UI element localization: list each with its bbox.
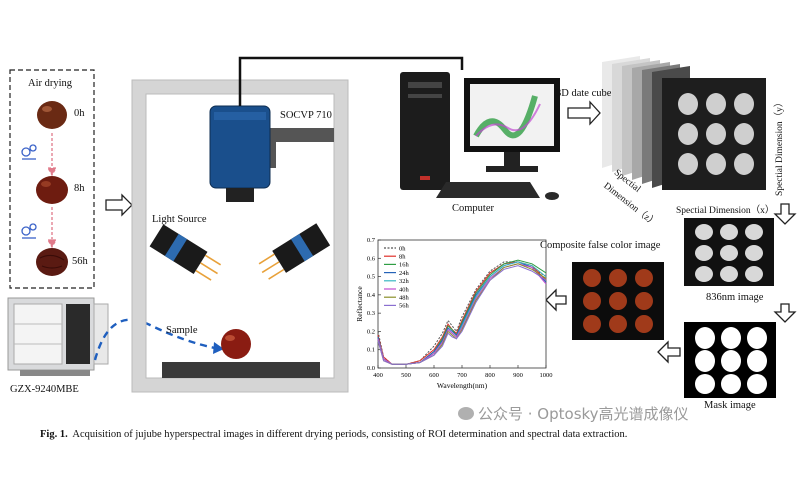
mask-image-label: Mask image bbox=[704, 400, 756, 411]
y-tick-label-0: 0.0 bbox=[367, 365, 375, 372]
wechat-icon bbox=[458, 407, 474, 420]
data-cube bbox=[602, 56, 766, 190]
time-label-56h: 56h bbox=[72, 256, 88, 267]
arrow-to-mask bbox=[773, 303, 797, 323]
y-tick-label-2: 0.2 bbox=[367, 328, 375, 335]
x-tick-label-6: 1000 bbox=[540, 372, 553, 379]
x-axis-label: Wavelength(nm) bbox=[437, 381, 488, 390]
oven-label: GZX-9240MBE bbox=[10, 384, 79, 395]
caption-text: Acquisition of jujube hyperspectral imag… bbox=[72, 429, 628, 440]
legend-label-24h: 24h bbox=[399, 270, 410, 277]
sample-jujube bbox=[221, 329, 251, 359]
spatial-x-label: Spectial Dimension（x） bbox=[676, 206, 775, 216]
arrow-to-cube bbox=[567, 100, 601, 126]
y-tick-label-3: 0.3 bbox=[367, 310, 375, 317]
y-tick-label-6: 0.6 bbox=[367, 255, 376, 262]
legend-label-16h: 16h bbox=[399, 262, 410, 269]
y-tick-label-5: 0.5 bbox=[367, 274, 375, 281]
camera-label: SOCVP 710 bbox=[280, 110, 332, 121]
chart-plot-area bbox=[377, 239, 547, 369]
composite-label: Composite false color image bbox=[540, 240, 661, 251]
y-tick-label-7: 0.7 bbox=[367, 237, 376, 244]
image-836nm-label: 836nm image bbox=[706, 292, 764, 303]
drying-oven bbox=[7, 297, 109, 376]
arrow-to-composite bbox=[657, 340, 681, 364]
caption-prefix: Fig. 1. bbox=[40, 429, 68, 440]
x-tick-label-3: 700 bbox=[457, 372, 467, 379]
light-source-right bbox=[258, 223, 331, 280]
sample-label: Sample bbox=[166, 325, 198, 336]
watermark: 公众号 · Optosky高光谱成像仪 bbox=[458, 403, 689, 424]
light-source-left bbox=[149, 224, 222, 281]
time-label-8h: 8h bbox=[74, 183, 85, 194]
time-label-0h: 0h bbox=[74, 108, 85, 119]
jujube-0h bbox=[37, 101, 67, 129]
composite-false-color-image bbox=[572, 262, 664, 340]
air-flow-icon bbox=[21, 144, 37, 239]
arrow-to-chart bbox=[545, 288, 567, 312]
y-tick-label-1: 0.1 bbox=[367, 347, 375, 354]
jujube-56h bbox=[36, 248, 68, 276]
air-drying-title: Air drying bbox=[28, 78, 73, 89]
light-source-label: Light Source bbox=[152, 214, 207, 225]
legend-label-32h: 32h bbox=[399, 278, 410, 285]
y-axis-label: Reflectance bbox=[355, 286, 364, 322]
legend-label-48h: 48h bbox=[399, 295, 410, 302]
arrow-to-chamber bbox=[105, 193, 133, 217]
x-tick-label-4: 800 bbox=[485, 372, 495, 379]
jujube-8h bbox=[36, 176, 68, 204]
hyperspectral-camera bbox=[209, 105, 271, 202]
computer-label: Computer bbox=[452, 203, 494, 214]
legend-label-40h: 40h bbox=[399, 286, 410, 293]
reflectance-chart: 400 500 600 700 800 900 1000 0.0 0.1 0.2 0.3 0.4 0.5… bbox=[355, 237, 553, 390]
x-tick-label-5: 900 bbox=[513, 372, 523, 379]
x-tick-label-2: 600 bbox=[429, 372, 439, 379]
image-836nm bbox=[684, 218, 774, 286]
cube-label: 3D date cube bbox=[556, 88, 612, 99]
legend-label-8h: 8h bbox=[399, 254, 406, 261]
drying-arrows bbox=[46, 133, 58, 249]
figure-caption: Fig. 1. Acquisition of jujube hyperspect… bbox=[40, 429, 780, 440]
legend-label-0h: 0h bbox=[399, 245, 406, 252]
camera-cable bbox=[238, 56, 464, 106]
mask-image bbox=[684, 322, 776, 398]
air-drying-box bbox=[9, 69, 95, 289]
x-tick-label-0: 400 bbox=[373, 372, 383, 379]
sample-stage bbox=[162, 362, 320, 378]
spatial-y-label: Spectial Dimension（y） bbox=[775, 97, 785, 196]
series-line-56h bbox=[377, 265, 547, 365]
watermark-text: 公众号 · Optosky高光谱成像仪 bbox=[478, 405, 689, 423]
sample-transfer-path bbox=[93, 318, 216, 361]
computer bbox=[400, 72, 560, 200]
arrow-to-836nm bbox=[773, 203, 797, 225]
imaging-chamber bbox=[131, 79, 349, 393]
legend-label-56h: 56h bbox=[399, 303, 410, 310]
y-tick-label-4: 0.4 bbox=[367, 292, 376, 299]
x-tick-label-1: 500 bbox=[401, 372, 411, 379]
